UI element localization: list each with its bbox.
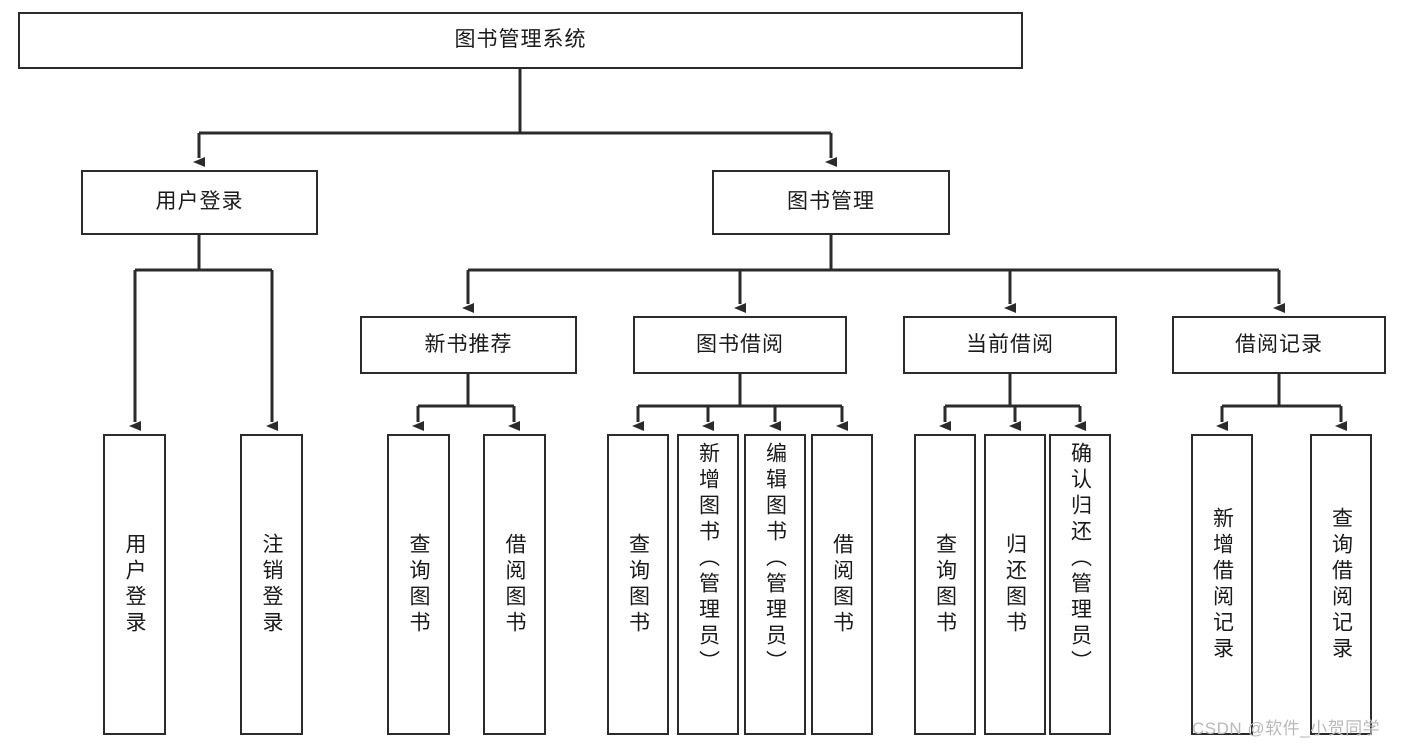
node-label: 图书管理系统 xyxy=(454,28,587,52)
node-label: 借阅记录 xyxy=(1235,332,1323,356)
leaf-record-query-record[interactable]: 查询借阅记录 xyxy=(1310,434,1372,735)
node-current-borrow[interactable]: 当前借阅 xyxy=(903,316,1117,374)
node-label: 查询图书 xyxy=(407,532,430,637)
leaf-user-login-login[interactable]: 用户登录 xyxy=(103,434,166,735)
node-label: 注销登录 xyxy=(260,532,283,637)
leaf-user-login-logout[interactable]: 注销登录 xyxy=(240,434,303,735)
node-label: 新增借阅记录 xyxy=(1210,506,1234,663)
leaf-current-confirm-return-admin[interactable]: 确认归还（管理员） xyxy=(1049,434,1111,735)
node-label: 查询借阅记录 xyxy=(1329,506,1353,663)
leaf-borrow-add-book-admin[interactable]: 新增图书（管理员） xyxy=(677,434,739,735)
leaf-current-query-book[interactable]: 查询图书 xyxy=(914,434,976,735)
node-label: 用户登录 xyxy=(155,190,244,214)
node-label: 用户登录 xyxy=(123,532,146,637)
leaf-borrow-query-book[interactable]: 查询图书 xyxy=(607,434,669,735)
csdn-watermark: CSDN @软件_小贺同学 xyxy=(1192,719,1381,738)
node-new-book-recommend[interactable]: 新书推荐 xyxy=(360,316,577,374)
leaf-recommend-borrow-book[interactable]: 借阅图书 xyxy=(483,434,546,735)
node-label: 查询图书 xyxy=(626,532,650,637)
node-label: 新增图书（管理员） xyxy=(696,442,720,676)
leaf-recommend-query-book[interactable]: 查询图书 xyxy=(387,434,450,735)
node-label: 查询图书 xyxy=(933,532,957,637)
node-label: 归还图书 xyxy=(1003,532,1027,637)
node-user-login[interactable]: 用户登录 xyxy=(81,170,318,235)
node-borrow-record[interactable]: 借阅记录 xyxy=(1172,316,1386,374)
node-label: 当前借阅 xyxy=(966,332,1054,356)
leaf-borrow-edit-book-admin[interactable]: 编辑图书（管理员） xyxy=(744,434,806,735)
node-label: 借阅图书 xyxy=(830,532,854,637)
leaf-borrow-borrow-book[interactable]: 借阅图书 xyxy=(811,434,873,735)
node-book-borrow[interactable]: 图书借阅 xyxy=(633,316,847,374)
node-book-management[interactable]: 图书管理 xyxy=(712,170,950,235)
node-label: 图书管理 xyxy=(787,190,875,214)
node-label: 确认归还（管理员） xyxy=(1068,442,1092,676)
node-label: 借阅图书 xyxy=(503,532,526,637)
leaf-current-return-book[interactable]: 归还图书 xyxy=(984,434,1046,735)
node-label: 图书借阅 xyxy=(696,332,784,356)
node-label: 编辑图书（管理员） xyxy=(763,442,787,676)
leaf-record-add-record[interactable]: 新增借阅记录 xyxy=(1191,434,1253,735)
node-label: 新书推荐 xyxy=(424,332,513,356)
node-root-system[interactable]: 图书管理系统 xyxy=(18,12,1023,69)
